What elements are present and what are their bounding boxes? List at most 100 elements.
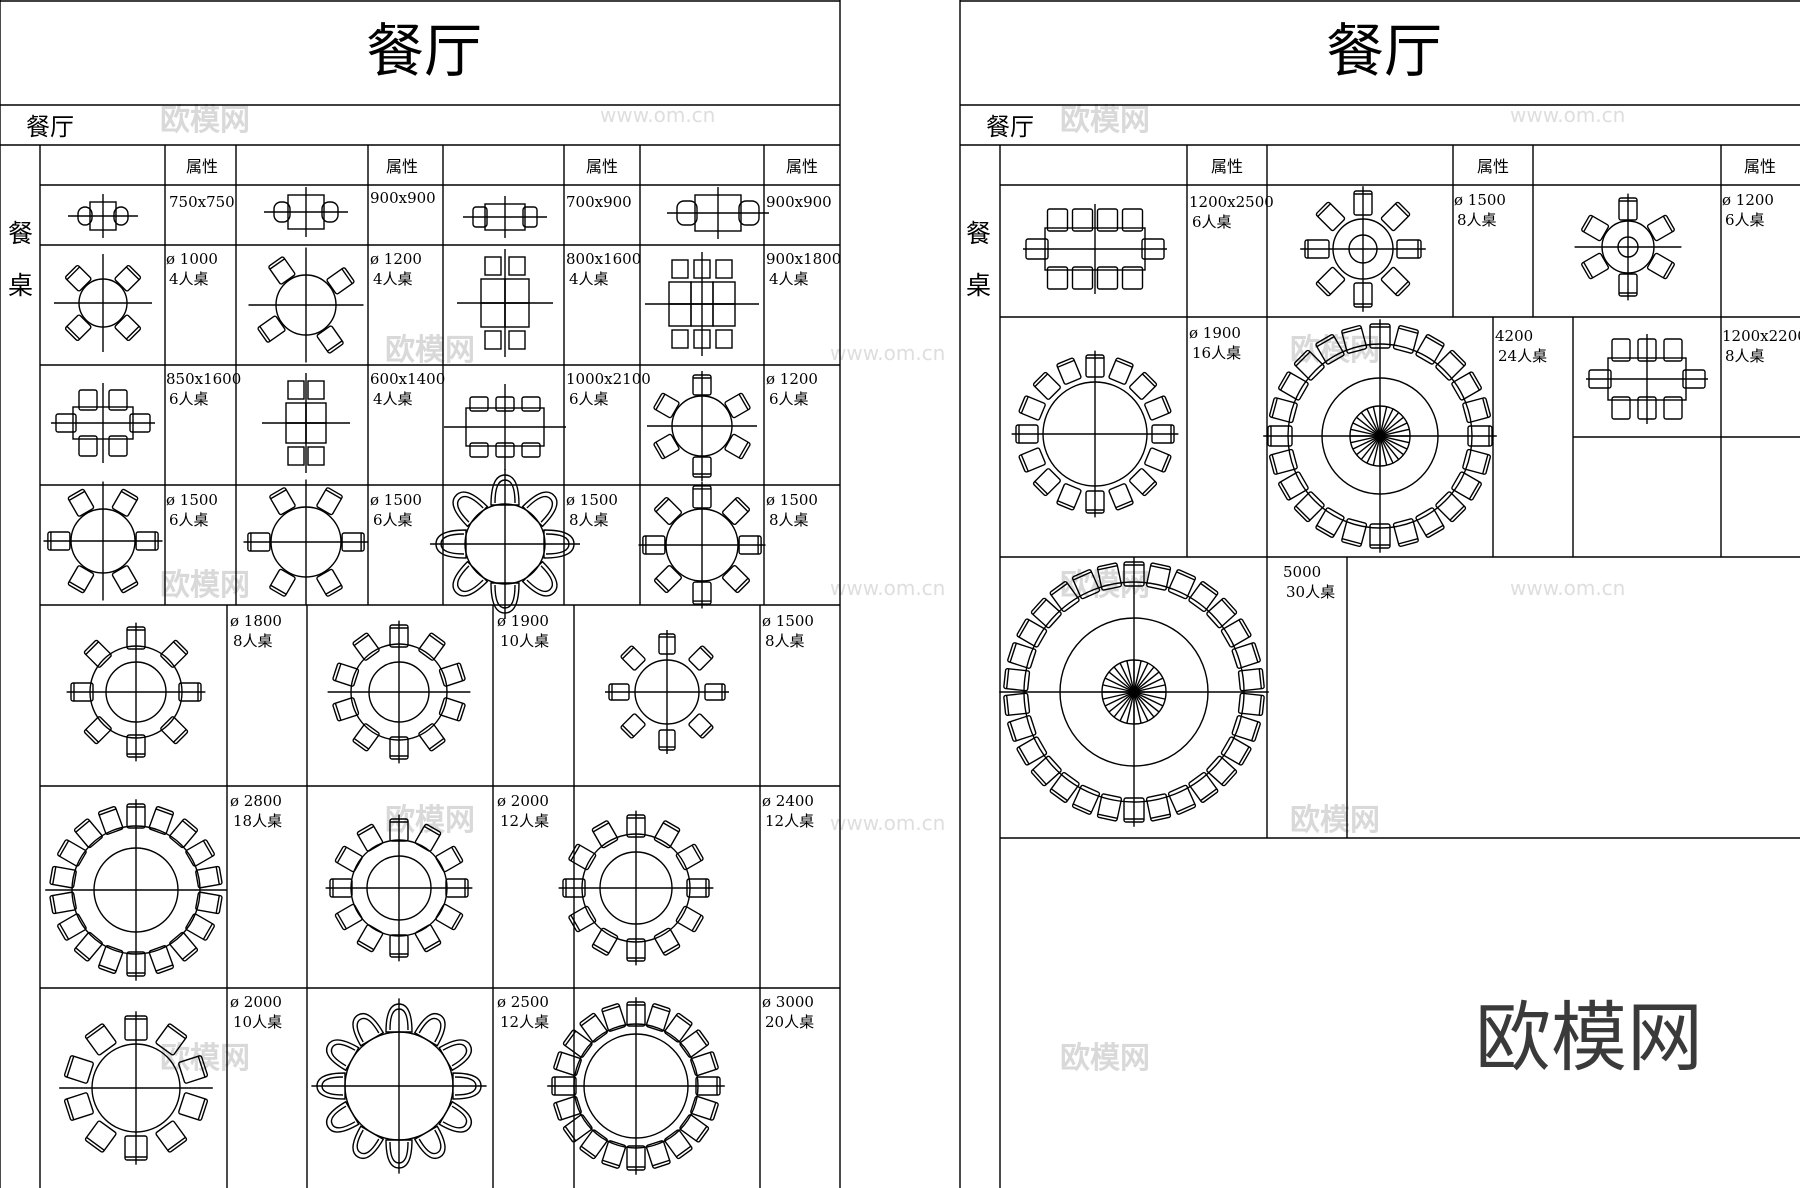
chair-seat — [414, 823, 442, 852]
watermark-url: www.om.cn — [830, 341, 945, 365]
chair — [148, 805, 175, 835]
centerpiece-petal — [1133, 691, 1149, 722]
chair — [688, 645, 714, 671]
chair-seat — [1145, 793, 1172, 822]
chair — [334, 903, 363, 931]
chair-seat — [1341, 324, 1368, 354]
small-table-icon — [264, 187, 348, 237]
chair — [1049, 581, 1080, 613]
chair-seat — [1392, 518, 1419, 548]
chair-back — [1449, 351, 1465, 367]
chair — [325, 1039, 360, 1072]
cell-seats-label: 6人桌 — [769, 390, 809, 408]
chair-seat-inner — [456, 495, 484, 523]
chair-seat — [1206, 755, 1238, 787]
cell-size-label: 700x900 — [566, 193, 632, 211]
chair — [1188, 771, 1219, 803]
chair-seat — [1018, 447, 1046, 473]
chair-seat — [1206, 597, 1238, 629]
centerpiece-petal — [1379, 435, 1400, 460]
chair — [521, 396, 541, 412]
chair-seat — [1237, 692, 1265, 717]
chair-seat — [160, 639, 189, 668]
chair-back — [592, 822, 610, 833]
chair-back — [1176, 571, 1196, 581]
chair-back — [451, 912, 462, 930]
chair — [57, 839, 87, 867]
chair-back — [353, 737, 370, 750]
centerpiece-petal — [1104, 691, 1135, 707]
centerpiece-petal — [1102, 684, 1135, 693]
attr-header: 属性 — [186, 157, 218, 176]
chair-seat — [1220, 736, 1252, 766]
centerpiece-petal — [1379, 435, 1410, 444]
chair-seat — [111, 565, 139, 594]
chair-seat-inner — [526, 565, 554, 593]
chair-back — [564, 1030, 577, 1047]
chair — [73, 931, 103, 962]
watermark-url: www.om.cn — [1510, 103, 1625, 127]
chair-seat — [67, 565, 95, 594]
chair — [1268, 397, 1298, 424]
chair-back — [1271, 397, 1278, 418]
chair-seat-inner — [418, 1017, 442, 1043]
chair-back — [269, 258, 286, 270]
cell-size-label: ø 2400 — [762, 792, 814, 810]
chair — [1237, 692, 1265, 717]
chair-back — [592, 943, 610, 954]
cell-size-label: ø 1500 — [166, 491, 218, 509]
chair-seat — [84, 1023, 117, 1056]
chair — [568, 905, 597, 933]
chair-seat — [1646, 252, 1675, 280]
chair-seat — [1341, 518, 1368, 548]
chair — [1167, 784, 1197, 815]
chair-back — [1395, 281, 1409, 295]
chair-back — [1295, 505, 1311, 521]
centerpiece-petal — [1113, 691, 1135, 718]
centerpiece-petal — [1379, 435, 1404, 456]
chair — [679, 1114, 710, 1143]
chair — [1003, 667, 1031, 692]
chair-back — [621, 646, 635, 660]
chair — [1206, 597, 1238, 629]
chair-seat — [1049, 771, 1080, 803]
chair-seat — [97, 945, 124, 975]
centerpiece-petal — [1119, 662, 1135, 693]
chair-seat — [1167, 784, 1197, 815]
centerpiece-petal — [1366, 435, 1381, 464]
chair — [1663, 396, 1683, 420]
chair-seat — [1315, 507, 1345, 538]
chair-back — [691, 914, 702, 932]
chair-back — [1150, 565, 1171, 571]
chair-seat — [1071, 784, 1101, 815]
chair-back — [662, 943, 680, 954]
chair — [568, 843, 597, 871]
chair — [356, 823, 384, 852]
chair-back — [456, 703, 464, 721]
table-top — [712, 303, 736, 327]
chair-seat — [568, 905, 597, 933]
centerpiece-petal — [1102, 691, 1135, 700]
round-table-icon — [547, 997, 725, 1175]
chair — [178, 1055, 209, 1084]
cell-size-label: ø 1900 — [1189, 324, 1241, 342]
chair-seat — [195, 865, 223, 889]
chair-seat — [1007, 715, 1037, 742]
chair-back — [326, 340, 343, 352]
chair-back — [1115, 359, 1133, 368]
chair — [1071, 569, 1101, 600]
chair-seat — [316, 568, 343, 597]
chair — [352, 632, 380, 661]
chair — [178, 1092, 209, 1121]
chair-seat — [334, 845, 363, 873]
chair — [591, 820, 619, 849]
chair — [114, 264, 142, 292]
chair-back — [86, 1136, 105, 1151]
chair-seat — [83, 716, 112, 745]
chair-seat — [1380, 201, 1411, 232]
chair-back — [1072, 803, 1092, 813]
cell-seats-label: 6人桌 — [373, 511, 413, 529]
chair-back — [202, 923, 213, 940]
chair — [334, 845, 363, 873]
